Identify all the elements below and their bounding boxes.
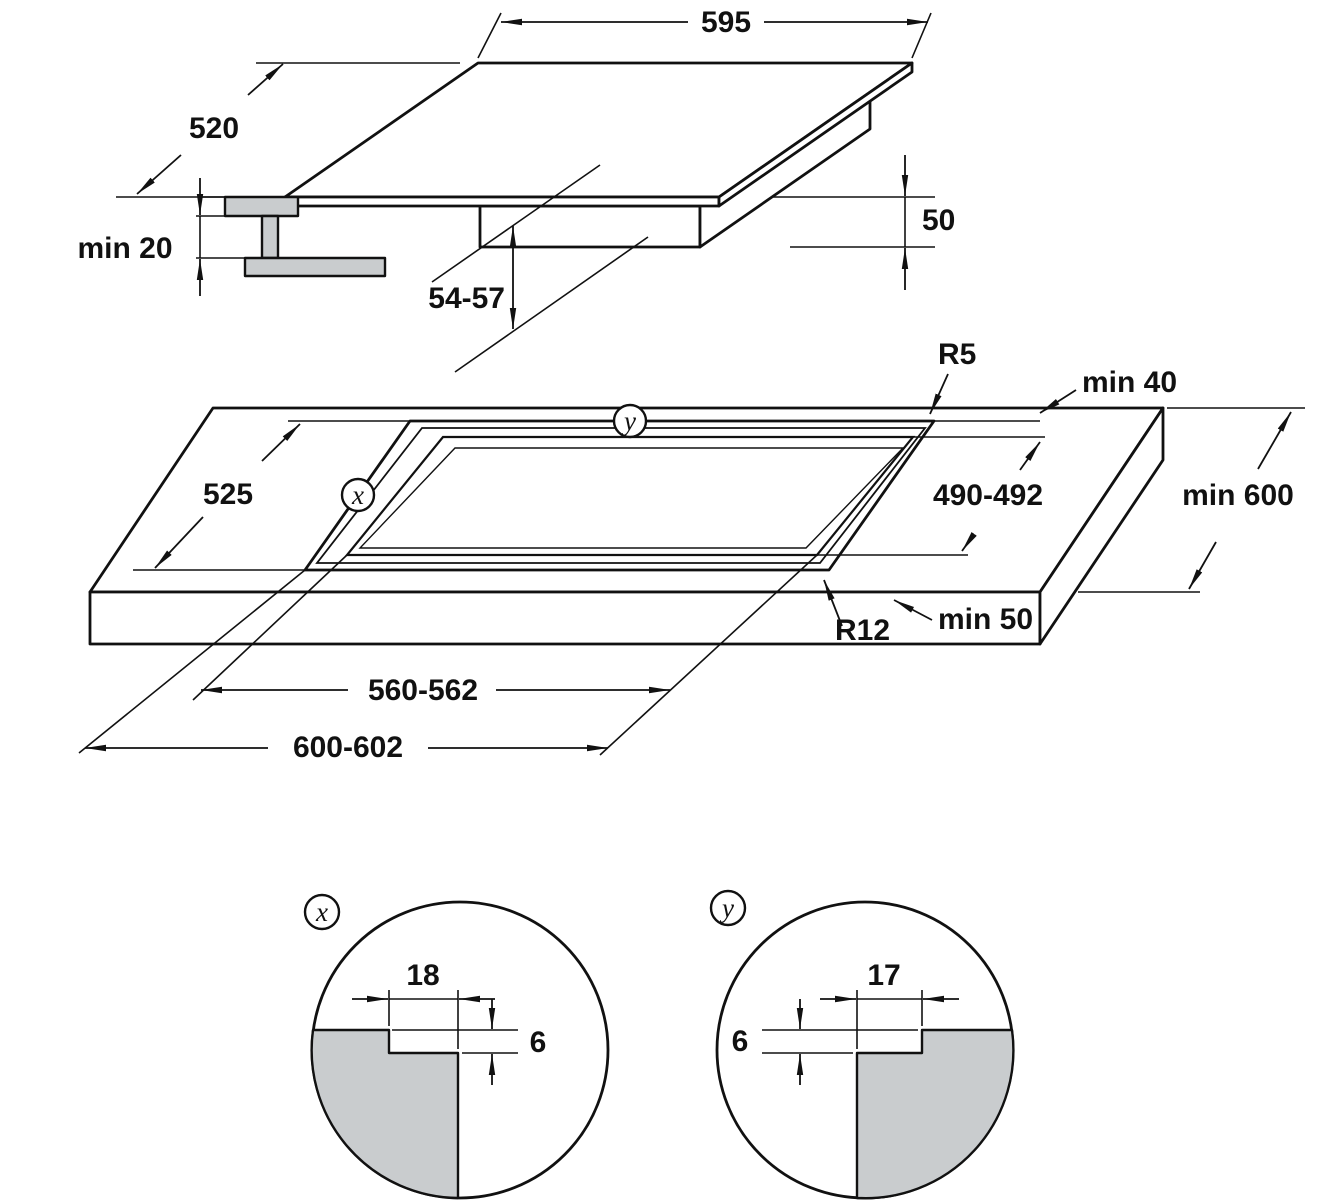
dim-rear-clearance: min 40: [934, 366, 1177, 422]
dim-label-height-below: 50: [922, 204, 955, 237]
dimension-line: [1188, 541, 1217, 590]
detail-x-dim-step-width: 18: [352, 959, 495, 1049]
dimension-line: [261, 423, 301, 462]
extension-line: [454, 236, 649, 373]
dim-hob-width: 595: [477, 6, 932, 59]
dim-label-total-height: 54-57: [428, 282, 505, 315]
dim-label-y-step-width: 17: [867, 959, 900, 992]
dim-label-front-clearance: min 50: [938, 603, 1033, 636]
detail-x-label-letter: x: [315, 897, 328, 927]
leader-line: [1039, 389, 1077, 414]
detail-y-worktop-section: [855, 1028, 1015, 1200]
dim-total-height: 54-57: [428, 164, 649, 373]
dim-worktop-depth: min 600: [1078, 407, 1305, 593]
detail-y-dim-step-width: 17: [820, 959, 959, 1049]
marker-y-letter: y: [621, 406, 636, 436]
dimension-line: [1257, 411, 1292, 470]
detail-x-dim-step-depth: 6: [392, 999, 546, 1085]
dim-label-rear-clearance: min 40: [1082, 366, 1177, 399]
leader-line: [893, 599, 933, 621]
detail-y-label-letter: y: [719, 893, 734, 923]
extension-line-rabbet-left: [78, 569, 306, 754]
extension-line: [431, 164, 601, 283]
dim-label-rabbet-width: 600-602: [293, 731, 403, 764]
dim-rabbet-width: 600-602: [85, 731, 608, 764]
marker-y-circle: [612, 403, 648, 439]
dimension-line: [154, 516, 204, 569]
dim-label-hob-width: 595: [701, 6, 751, 39]
dim-label-rabbet-depth: 525: [203, 478, 253, 511]
dimension-line: [1019, 441, 1041, 471]
worktop-right-face: [1038, 406, 1165, 646]
detail-x-label-circle: [303, 893, 341, 931]
leader-line: [929, 373, 949, 415]
detail-x-label: x: [303, 893, 341, 931]
dim-cutout-depth: 490-492: [817, 436, 1045, 556]
detail-y-label-circle: [709, 889, 747, 927]
marker-x-on-view: x: [340, 477, 376, 513]
dim-label-r12: R12: [835, 614, 890, 647]
dim-rabbet-depth: 525: [133, 420, 410, 571]
marker-x-circle: [340, 477, 376, 513]
hob-isometric-view: 595 520 min 20 50: [77, 6, 955, 373]
cutout-rabbet-step-line: [315, 427, 927, 564]
detail-y-dim-step-depth: 6: [732, 999, 918, 1085]
dim-label-worktop-depth: min 600: [1182, 479, 1294, 512]
dim-label-r5: R5: [938, 338, 976, 371]
detail-x: x 18 6: [303, 893, 610, 1200]
dim-height-below-worktop: 50: [790, 155, 955, 290]
bracket-web: [260, 214, 280, 260]
dim-cutout-width: 560-562: [201, 674, 670, 707]
dim-label-clearance-below: min 20: [77, 232, 172, 265]
marker-x-letter: x: [351, 480, 364, 510]
glass-front-edge: [283, 195, 721, 208]
dimension-line: [136, 154, 182, 195]
dim-front-clearance: min 50: [893, 599, 1033, 636]
extension-line-right: [599, 554, 818, 756]
dimension-line: [961, 532, 977, 552]
dim-label-hob-depth: 520: [189, 112, 239, 145]
cutout-rabbet-outline: [303, 419, 936, 572]
extension-line: [477, 12, 502, 59]
worktop-front-face: [88, 590, 1042, 646]
bracket-top-bar: [223, 195, 300, 218]
dim-hob-depth: 520: [116, 62, 460, 198]
dim-label-x-step-depth: 6: [530, 1026, 547, 1059]
detail-y: y 17 6: [709, 889, 1015, 1200]
mounting-bracket: [223, 195, 387, 278]
dim-corner-radius-front: R12: [823, 579, 890, 647]
dim-clearance-below: min 20: [77, 178, 262, 296]
dim-corner-radius-rear: R5: [929, 338, 976, 415]
dimension-line: [247, 63, 284, 96]
dim-label-x-step-width: 18: [406, 959, 439, 992]
dim-label-cutout-width: 560-562: [368, 674, 478, 707]
extension-line: [911, 12, 932, 59]
detail-x-worktop-section: [310, 1028, 460, 1200]
dim-label-y-step-depth: 6: [732, 1025, 749, 1058]
leader-line: [823, 579, 843, 627]
glass-right-edge: [717, 61, 914, 208]
detail-y-label: y: [709, 889, 747, 927]
cutout-hole-depth-line: [358, 447, 905, 549]
extension-line-cutout-left: [192, 554, 348, 701]
dim-label-cutout-depth: 490-492: [933, 479, 1043, 512]
worktop-cutout-view: 525 R5 min 40 min 600 490-492: [78, 338, 1305, 764]
bracket-foot: [243, 256, 387, 278]
marker-y-on-view: y: [612, 403, 648, 439]
